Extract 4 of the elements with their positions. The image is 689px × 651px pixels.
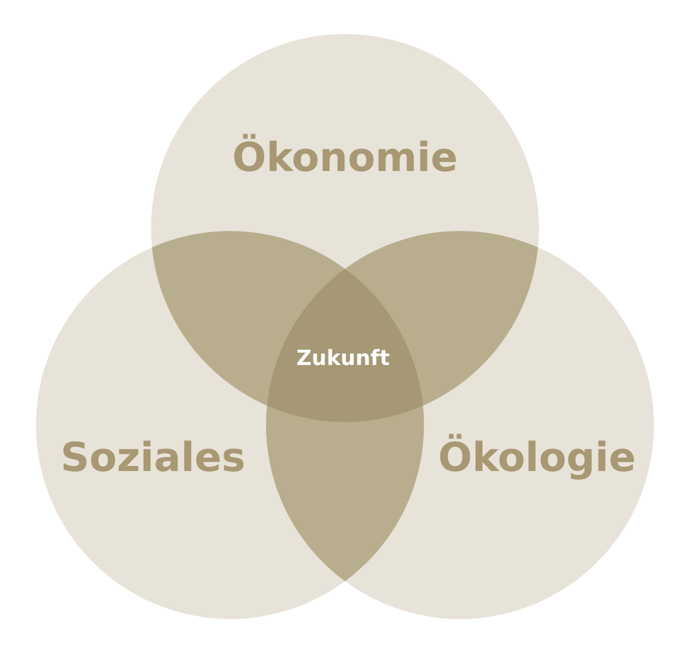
center-label: Zukunft [296, 346, 390, 370]
circle-label: Ökologie [438, 435, 636, 481]
circle-label: Soziales [60, 435, 246, 481]
circle-label: Ökonomie [232, 135, 458, 181]
